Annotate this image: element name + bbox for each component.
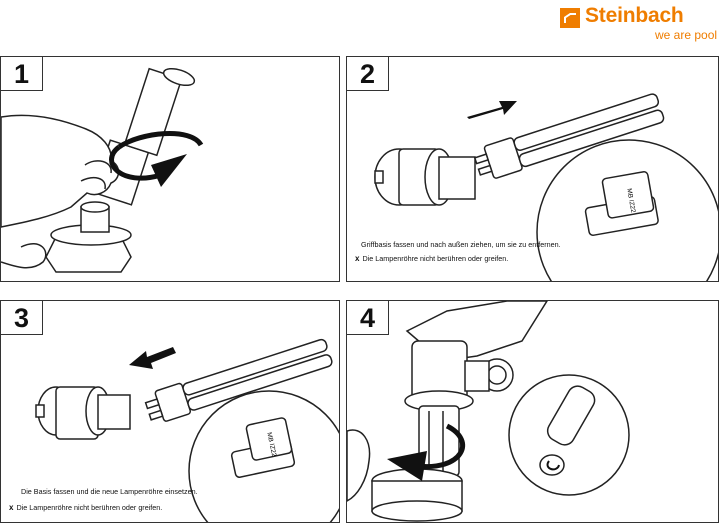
warning-mark: x: [9, 503, 14, 512]
step-4-panel: 4: [346, 300, 719, 523]
step-1-illustration: [1, 67, 204, 273]
lamp-label: MB IZ22: [625, 188, 636, 214]
step-2-caption: Griffbasis fassen und nach außen ziehen,…: [361, 240, 561, 249]
step-4-illustration: [347, 301, 630, 522]
step-1-panel: 1: [0, 56, 340, 282]
brand-logo: Steinbach we are pool: [558, 4, 718, 44]
step-3-caption: Die Basis fassen und die neue Lampenröhr…: [21, 487, 198, 496]
brand-name: Steinbach: [585, 4, 684, 27]
step-2-illustration: MB IZ22: [374, 93, 718, 281]
brand-tagline: we are pool: [655, 28, 718, 42]
step-number: 3: [1, 301, 43, 335]
step-number: 4: [347, 301, 389, 335]
step-2-panel: 2 MB IZ22 Griffbasis fassen und: [346, 56, 719, 282]
warning-mark: x: [355, 254, 360, 263]
step-3-panel: 3 MB IZ22 Die Basis fassen und d: [0, 300, 340, 523]
steinbach-logo-icon: [560, 8, 580, 28]
warning-text: Die Lampenröhre nicht berühren oder grei…: [16, 503, 163, 512]
warning-text: Die Lampenröhre nicht berühren oder grei…: [362, 254, 509, 263]
step-number: 1: [1, 57, 43, 91]
step-number: 2: [347, 57, 389, 91]
step-3-illustration: MB IZ22: [35, 338, 339, 522]
